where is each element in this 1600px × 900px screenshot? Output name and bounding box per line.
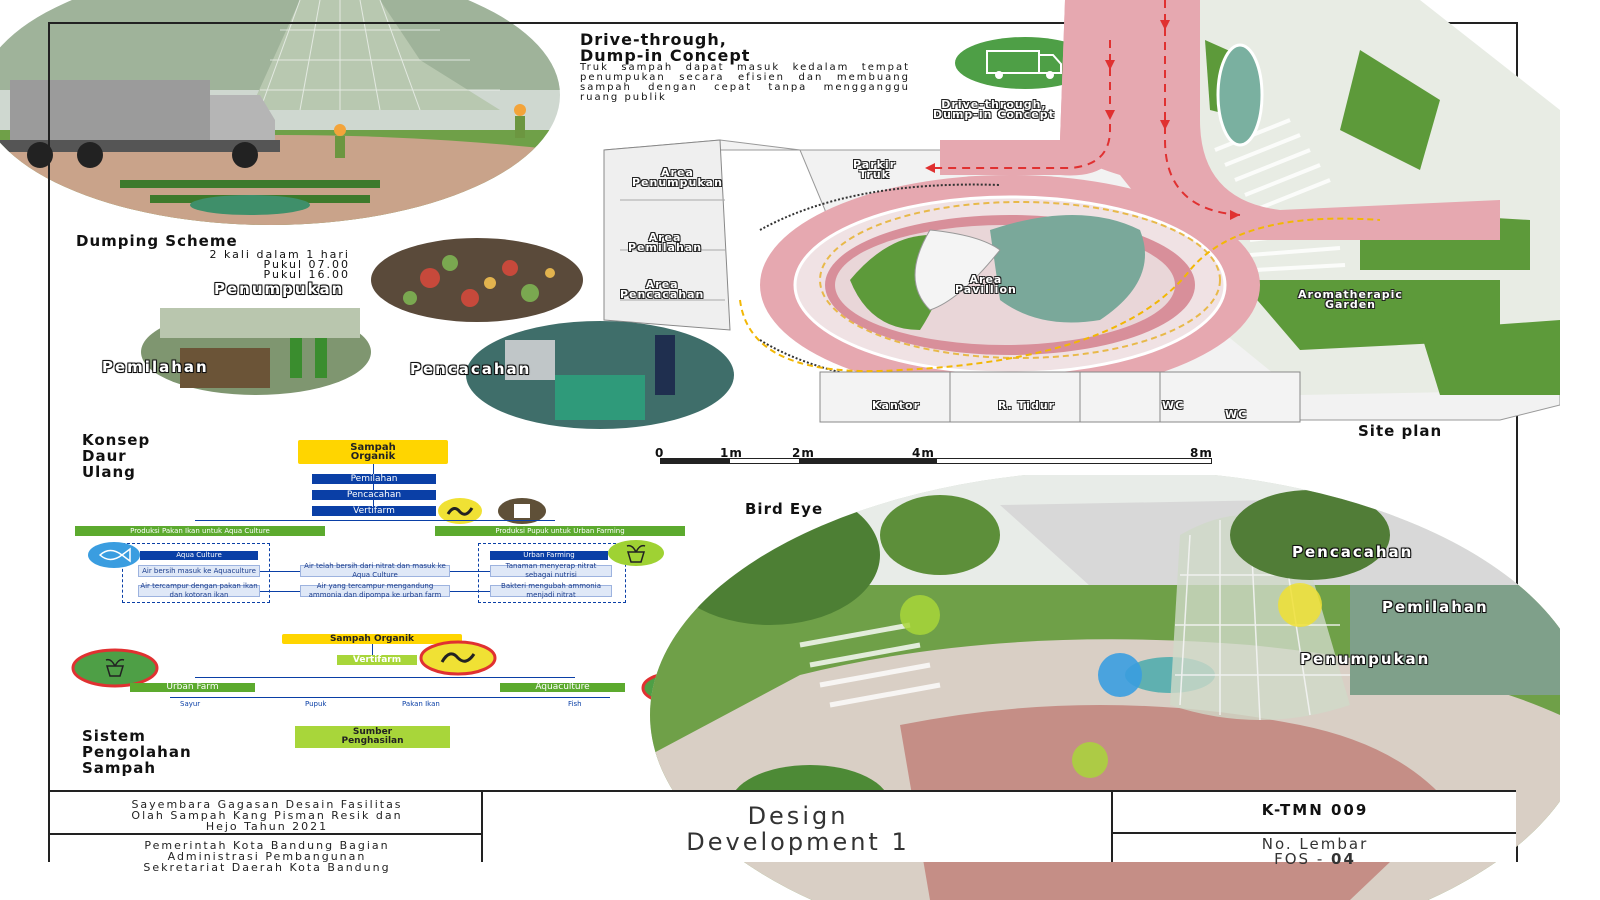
box-mid-step-2: Air yang tercampur mengandung ammonia da…	[300, 582, 450, 599]
site-plan-title: Site plan	[1358, 422, 1443, 440]
site-plan-drawing	[603, 0, 1560, 423]
truck-icon	[955, 37, 1095, 89]
box-system-vertifarm: Vertifarm	[337, 655, 417, 665]
box-produksi-pupuk: Produksi Pupuk untuk Urban Farming	[435, 526, 685, 536]
urban-farm-icon	[71, 648, 159, 688]
label-penumpukan: Penumpukan	[214, 280, 345, 298]
plan-label-drive-through: Drive-through,Dump-in Concept	[933, 98, 1055, 121]
label-pemilahan: Pemilahan	[102, 358, 209, 376]
label-pencacahan: Pencacahan	[410, 360, 532, 378]
drive-title-line1: Drive-through,	[580, 30, 727, 49]
box-urban-step-1: Tanaman menyerap nitrat sebagai nutrisi	[490, 562, 612, 579]
box-aqua-culture: Aqua Culture	[140, 551, 258, 560]
truck-photo	[0, 0, 560, 225]
drive-title-line2: Dump-in Concept	[580, 46, 751, 65]
plan-label-wc-1: WC	[1162, 399, 1185, 412]
leaf-pakan-ikan: Pakan Ikan	[402, 700, 440, 708]
leaf-pupuk: Pupuk	[305, 700, 327, 708]
urban-farming-group	[478, 543, 626, 603]
drive-through-title: Drive-through, Dump-in Concept	[580, 32, 750, 64]
plan-label-r-tidur: R. Tidur	[998, 399, 1056, 412]
bird-eye-label-pemilahan: Pemilahan	[1382, 598, 1489, 616]
scale-tick-4m: 4m	[912, 446, 935, 460]
vertifarm-worm-icon	[419, 640, 497, 676]
photo-pemilahan	[141, 308, 371, 395]
box-pemilahan: Pemilahan	[312, 474, 436, 484]
box-urban-farming: Urban Farming	[490, 551, 608, 560]
sheet-number: No. Lembar FOS - 04	[1261, 835, 1369, 868]
leaf-sayur: Sayur	[180, 700, 201, 708]
project-code: K-TMN 009	[1261, 801, 1369, 819]
box-system-sampah-organik: Sampah Organik	[282, 634, 462, 644]
scale-tick-2m: 2m	[792, 446, 815, 460]
drive-through-description: Truk sampah dapat masuk kedalam tempat p…	[580, 62, 910, 103]
box-aquaculture: Aquaculture	[500, 683, 625, 692]
bird-eye-label-pencacahan: Pencacahan	[1292, 543, 1414, 561]
plant-icon	[608, 540, 664, 566]
scale-tick-1m: 1m	[720, 446, 743, 460]
leaf-fish: Fish	[568, 700, 582, 708]
scale-tick-8m: 8m	[1190, 446, 1213, 460]
plan-label-wc-2: WC	[1225, 408, 1248, 421]
box-pencacahan: Pencacahan	[312, 490, 436, 500]
box-urban-farm: Urban Farm	[130, 683, 255, 692]
scale-bar	[660, 458, 1212, 464]
box-aqua-step-2: Air tercampur dengan pakan ikan dan koto…	[138, 582, 260, 599]
scale-tick-0: 0	[655, 446, 665, 460]
photo-penumpukan	[371, 238, 583, 322]
bird-eye-title: Bird Eye	[745, 500, 824, 518]
box-mid-step-1: Air telah bersih dari nitrat dan masuk k…	[300, 562, 450, 579]
photo-pencacahan	[466, 321, 734, 429]
box-produksi-pakan: Produksi Pakan Ikan untuk Aqua Culture	[75, 526, 325, 536]
box-aqua-step-1: Air bersih masuk ke Aquaculture	[138, 565, 260, 577]
aqua-culture-group	[122, 543, 270, 603]
bird-eye-label-penumpukan: Penumpukan	[1300, 650, 1431, 668]
worm-and-sack-icons	[438, 498, 546, 524]
box-vertifarm: Vertifarm	[312, 506, 436, 516]
dumping-scheme-title: Dumping Scheme	[76, 232, 238, 250]
plan-label-kantor: Kantor	[872, 399, 921, 412]
fish-icon	[88, 542, 140, 568]
box-urban-step-2: Bakteri mengubah ammonia menjadi nitrat	[490, 582, 612, 599]
